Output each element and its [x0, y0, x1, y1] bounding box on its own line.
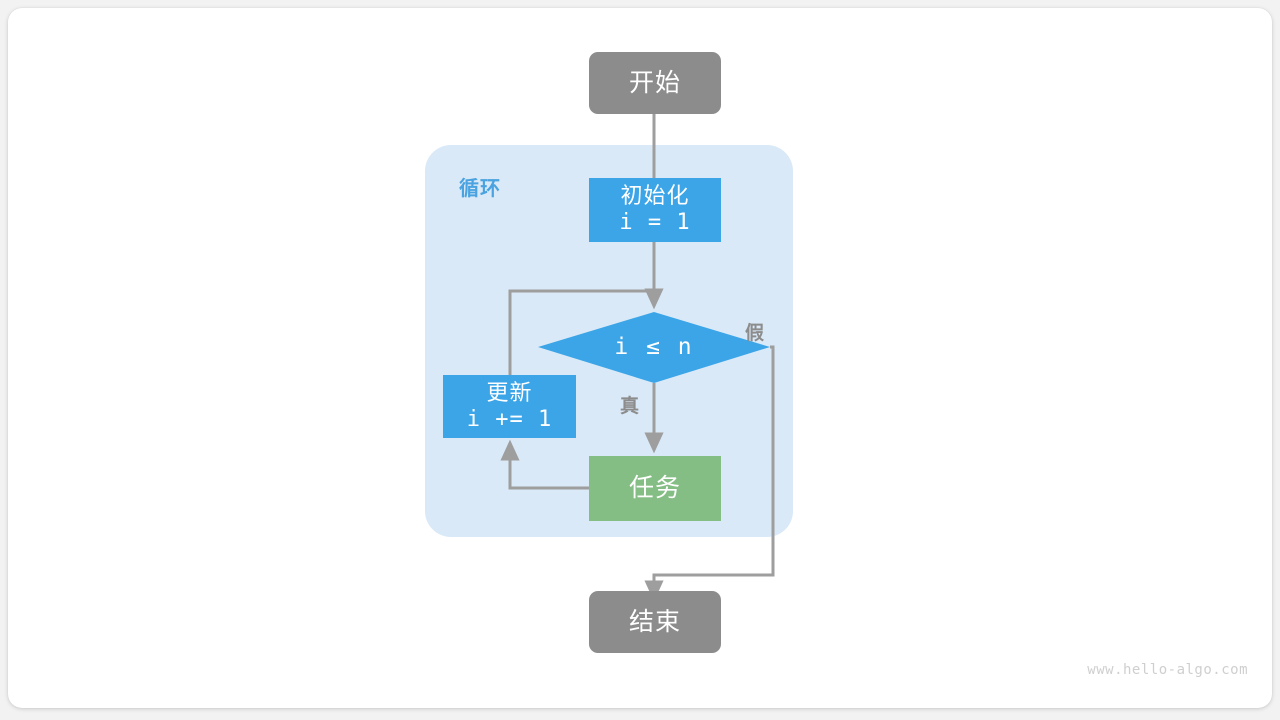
edge-task-to-update [500, 439, 589, 490]
edge-label-false: 假 [745, 323, 765, 344]
flowchart-canvas [425, 52, 793, 653]
loop-group-label: 循环 [459, 178, 501, 200]
node-start[interactable] [589, 52, 721, 114]
watermark: www.hello-algo.com [1087, 662, 1248, 678]
edge-condition-to-end [644, 345, 775, 602]
edge-update-to-condition [508, 289, 654, 375]
node-task[interactable] [589, 456, 721, 521]
edge-label-true: 真 [620, 396, 640, 417]
node-update[interactable] [443, 375, 576, 438]
diagram-card: 循环 开始 初始化 i = 1 i ≤ n 更新 i += 1 任务 结束 真 … [8, 8, 1272, 708]
node-condition[interactable] [538, 312, 770, 383]
node-init[interactable] [589, 178, 721, 242]
node-end[interactable] [589, 591, 721, 653]
